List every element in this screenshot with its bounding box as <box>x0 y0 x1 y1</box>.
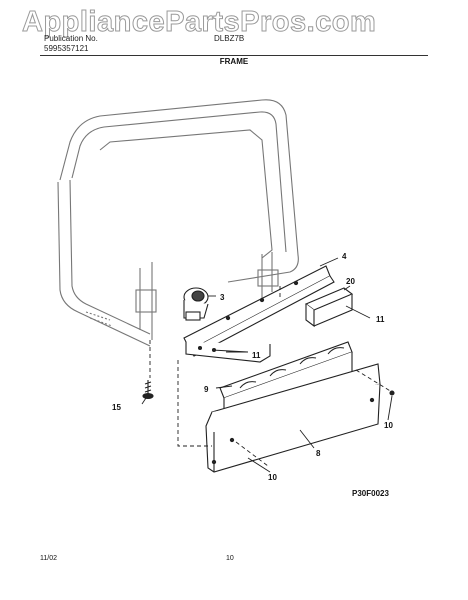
callout-10-right: 10 <box>384 421 393 430</box>
publication-number: 5995357121 <box>44 44 89 53</box>
callout-11-left: 11 <box>252 351 261 360</box>
publication-label: Publication No. <box>44 34 98 43</box>
callout-10-bottom: 10 <box>268 473 277 482</box>
kick-plate-part <box>205 363 381 473</box>
callout-15: 15 <box>112 403 121 412</box>
callout-11-right: 11 <box>376 315 385 324</box>
callout-8: 8 <box>316 449 321 458</box>
section-title: FRAME <box>219 57 249 66</box>
leader-lines <box>141 257 393 473</box>
tub-frame-outline <box>57 99 299 347</box>
callout-20: 20 <box>346 277 355 286</box>
figure-code: P30F0023 <box>352 489 389 498</box>
callout-4: 4 <box>342 252 347 261</box>
block-part-20 <box>304 287 354 328</box>
footer-page-number: 10 <box>226 555 234 562</box>
callout-3: 3 <box>220 293 225 302</box>
header-rule <box>40 55 428 56</box>
model-number: DLBZ7B <box>214 34 245 43</box>
callout-9: 9 <box>204 385 209 394</box>
screw-part-10-right <box>389 390 395 396</box>
screw-part-15 <box>142 380 154 400</box>
watermark-text: AppliancePartsPros.com <box>21 6 377 39</box>
alignment-guides <box>149 286 393 467</box>
valve-assembly-part <box>183 287 209 321</box>
footer-date: 11/02 <box>40 555 57 562</box>
